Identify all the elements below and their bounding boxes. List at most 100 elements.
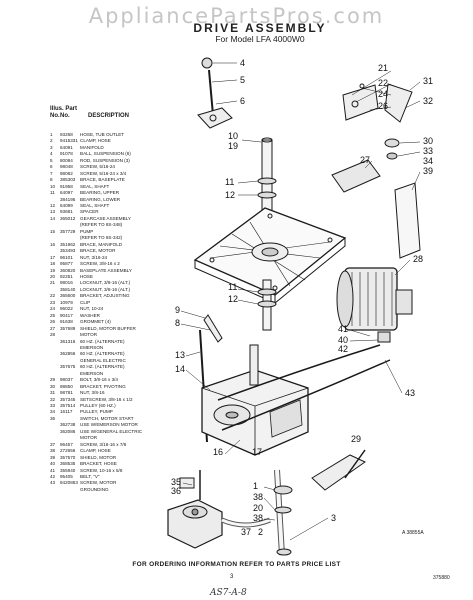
part-description: ROD, SUSPENSION (3) bbox=[80, 157, 130, 163]
part-description: GEARCASE ASSEMBLY bbox=[80, 215, 131, 221]
illus-number bbox=[50, 487, 60, 493]
callout-number: 4 bbox=[240, 58, 245, 68]
callout-number: 16 bbox=[213, 447, 223, 457]
part-number: 93681 bbox=[60, 209, 73, 215]
part-number: 98048 bbox=[60, 164, 73, 170]
illus-number: 8 bbox=[50, 177, 53, 183]
part-description: MANIFOLD bbox=[80, 144, 104, 150]
illus-number: 5 bbox=[50, 157, 53, 163]
callout-number: 9 bbox=[175, 305, 180, 315]
parts-list-row: 361316 60 HZ. (ALTERNATE) bbox=[50, 339, 175, 345]
part-description: LOCKNUT, 3/8-16 (ALT.) bbox=[80, 286, 131, 292]
handwritten-note: AS7-A-8 bbox=[210, 588, 247, 598]
callout-labels: 4561019111221222426313230333439272811129… bbox=[171, 58, 433, 537]
parts-list-row: 24 96022 NUT, 10-24 bbox=[50, 306, 175, 312]
part-number: 98016 bbox=[60, 280, 73, 286]
part-description: CLAMP, HOSE bbox=[80, 138, 111, 144]
col-part-header: No. bbox=[60, 113, 70, 119]
part-number: 95405 bbox=[60, 474, 73, 480]
callout-number: 20 bbox=[253, 503, 263, 513]
illus-number: 37 bbox=[50, 441, 56, 447]
tub-outlet-hose bbox=[273, 469, 293, 556]
part-number: 365600 bbox=[60, 293, 76, 299]
parts-list-row: GENERAL ELECTRIC bbox=[50, 358, 175, 364]
gearcase-assembly bbox=[201, 344, 309, 456]
illus-number: 21 bbox=[50, 280, 56, 286]
illus-number: 23 bbox=[50, 299, 56, 305]
illus-number: 13 bbox=[50, 209, 56, 215]
callout-number: 19 bbox=[228, 141, 238, 151]
part-number: 96457 bbox=[60, 441, 73, 447]
part-number: 351962 bbox=[60, 241, 76, 247]
callout-number: 12 bbox=[225, 190, 235, 200]
parts-list-row: 357675 60 HZ. (ALTERNATE) bbox=[50, 364, 175, 370]
part-description: USE W/GENERAL ELECTRIC bbox=[80, 428, 143, 434]
parts-list-row: 19 360820 BASEPLATE ASSEMBLY bbox=[50, 268, 175, 274]
document-code: 375880 bbox=[433, 575, 450, 581]
part-description: SCREW, MOTOR bbox=[80, 480, 117, 486]
spin-shaft bbox=[257, 137, 277, 221]
part-description: 60 HZ. (ALTERNATE) bbox=[80, 338, 125, 344]
part-description: PULLEY, PUMP bbox=[80, 409, 113, 415]
callout-number: 41 bbox=[338, 324, 348, 334]
illus-number: 4 bbox=[50, 151, 53, 157]
part-number: 361316 bbox=[60, 338, 76, 344]
part-number: 360820 bbox=[60, 267, 76, 273]
drive-motor bbox=[336, 267, 413, 343]
part-description: BASEPLATE ASSEMBLY bbox=[80, 267, 132, 273]
part-description: NUT, 10-24 bbox=[80, 306, 104, 312]
part-number: 362856 bbox=[60, 351, 76, 357]
part-number: 90417 bbox=[60, 312, 73, 318]
callout-number: 11 bbox=[225, 177, 234, 187]
callout-number: 22 bbox=[378, 78, 388, 88]
part-description: PULLEY (60 HZ.) bbox=[80, 403, 116, 409]
callout-number: 5 bbox=[240, 75, 245, 85]
part-description: BRACE, BASEPLATE bbox=[80, 177, 125, 183]
part-description: GENERAL ELECTRIC bbox=[80, 357, 126, 363]
part-number: 368535 bbox=[60, 461, 76, 467]
callout-number: 21 bbox=[378, 63, 388, 73]
illus-number: 19 bbox=[50, 267, 56, 273]
illus-number: 22 bbox=[50, 293, 56, 299]
callout-number: 43 bbox=[405, 388, 415, 398]
part-description: GROMMET (4) bbox=[80, 319, 111, 325]
part-description: 60 HZ. (ALTERNATE) bbox=[80, 351, 125, 357]
part-number: 64097 bbox=[60, 190, 73, 196]
part-description: HOSE bbox=[80, 273, 94, 279]
callout-number: 6 bbox=[240, 96, 245, 106]
part-number: 98037 bbox=[60, 377, 73, 383]
part-number: 357675 bbox=[60, 364, 76, 370]
callout-number: 2 bbox=[258, 527, 263, 537]
part-number: 358140 bbox=[60, 286, 76, 292]
callout-number: 3 bbox=[331, 513, 336, 523]
pump bbox=[167, 470, 223, 549]
illus-number: 24 bbox=[50, 306, 56, 312]
pivoting-bracket bbox=[384, 83, 413, 123]
part-description: SCREW, 3/16-16 x 7/8 bbox=[80, 441, 127, 447]
part-number: 80084 bbox=[60, 157, 73, 163]
part-number: 10979 bbox=[60, 299, 73, 305]
part-description: USE W/EMERSON MOTOR bbox=[80, 422, 138, 428]
illus-number: 16 bbox=[50, 241, 56, 247]
illus-number: 11 bbox=[50, 190, 55, 196]
callout-number: 33 bbox=[423, 146, 433, 156]
part-description: SCREW, 5/16-24 bbox=[80, 164, 115, 170]
illus-number: 38 bbox=[50, 448, 56, 454]
part-description: 60 HZ. (ALTERNATE) bbox=[80, 364, 125, 370]
part-number: 96022 bbox=[60, 306, 73, 312]
part-description: MOTOR bbox=[80, 435, 98, 441]
part-description: SCREW, 5/16-24 x 3/4 bbox=[80, 170, 127, 176]
lower-shaft bbox=[257, 279, 277, 331]
